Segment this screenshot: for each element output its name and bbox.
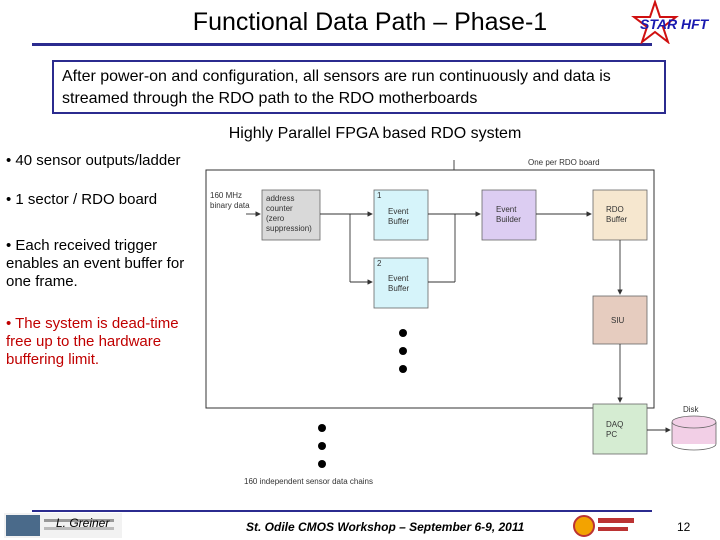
event-builder-label: Builder — [496, 215, 521, 224]
bullet-sensor-outputs: • 40 sensor outputs/ladder — [6, 152, 181, 169]
disk-icon — [671, 415, 717, 451]
rdo-board-outline — [205, 169, 655, 409]
address-counter-line: counter — [266, 204, 293, 213]
office-of-science-logo-icon — [573, 515, 634, 537]
intro-text: After power-on and configuration, all se… — [62, 68, 611, 107]
daq-pc-box — [592, 403, 648, 455]
daq-pc-label: DAQ — [606, 420, 623, 429]
event-buffer-1-label: Event — [388, 207, 409, 216]
event-buffer-2-box — [373, 257, 429, 309]
title-rule — [32, 43, 652, 46]
rdo-buffer-label: Buffer — [606, 215, 628, 224]
bullet-sector: • 1 sector / RDO board — [6, 191, 158, 208]
event-buffer-1-box — [373, 189, 429, 241]
disk-label: Disk — [683, 405, 700, 414]
input-label-2: binary data — [210, 201, 250, 210]
rdo-buffer-box — [592, 189, 648, 241]
ellipsis-dot — [318, 442, 326, 450]
page-title: Functional Data Path – Phase-1 — [192, 8, 548, 36]
event-builder-box — [481, 189, 537, 241]
address-counter-line: address — [266, 194, 294, 203]
bullet-trigger: • Each received trigger enables an event… — [6, 237, 185, 290]
rdo-buffer-label: RDO — [606, 205, 624, 214]
disk-top — [671, 415, 717, 429]
input-label-1: 160 MHz — [210, 191, 242, 200]
daq-pc-label: PC — [606, 430, 617, 439]
event-buffer-1-label: Buffer — [388, 217, 410, 226]
event-buffer-2-number: 2 — [377, 259, 382, 268]
event-buffer-2-label: Event — [388, 274, 409, 283]
footer-workshop: St. Odile CMOS Workshop – September 6-9,… — [246, 520, 525, 534]
star-logo-icon — [631, 0, 679, 44]
berkeley-lab-logo-icon — [4, 513, 122, 538]
section-heading: Highly Parallel FPGA based RDO system — [228, 125, 522, 142]
page-number: 12 — [677, 520, 691, 534]
ellipsis-dot — [399, 347, 407, 355]
address-counter-box — [261, 189, 321, 241]
ellipsis-dot — [318, 424, 326, 432]
footer-author: L. Greiner — [56, 516, 110, 530]
address-counter-line: (zero — [266, 214, 285, 223]
bullet-dead-time: • The system is dead-time free up to the… — [6, 315, 179, 368]
ellipsis-dot — [318, 460, 326, 468]
siu-box — [592, 295, 648, 345]
address-counter-line: suppression) — [266, 224, 312, 233]
siu-label: SIU — [611, 316, 625, 325]
event-buffer-2-label: Buffer — [388, 284, 410, 293]
event-buffer-1-number: 1 — [377, 191, 382, 200]
star-logo-text: STAR HFT — [640, 16, 709, 32]
ellipsis-dot — [399, 365, 407, 373]
board-label: One per RDO board — [528, 158, 600, 167]
footer-rule — [32, 510, 652, 512]
ellipsis-dot — [399, 329, 407, 337]
chains-label: 160 independent sensor data chains — [244, 477, 373, 486]
intro-box: After power-on and configuration, all se… — [52, 60, 666, 114]
event-builder-label: Event — [496, 205, 517, 214]
